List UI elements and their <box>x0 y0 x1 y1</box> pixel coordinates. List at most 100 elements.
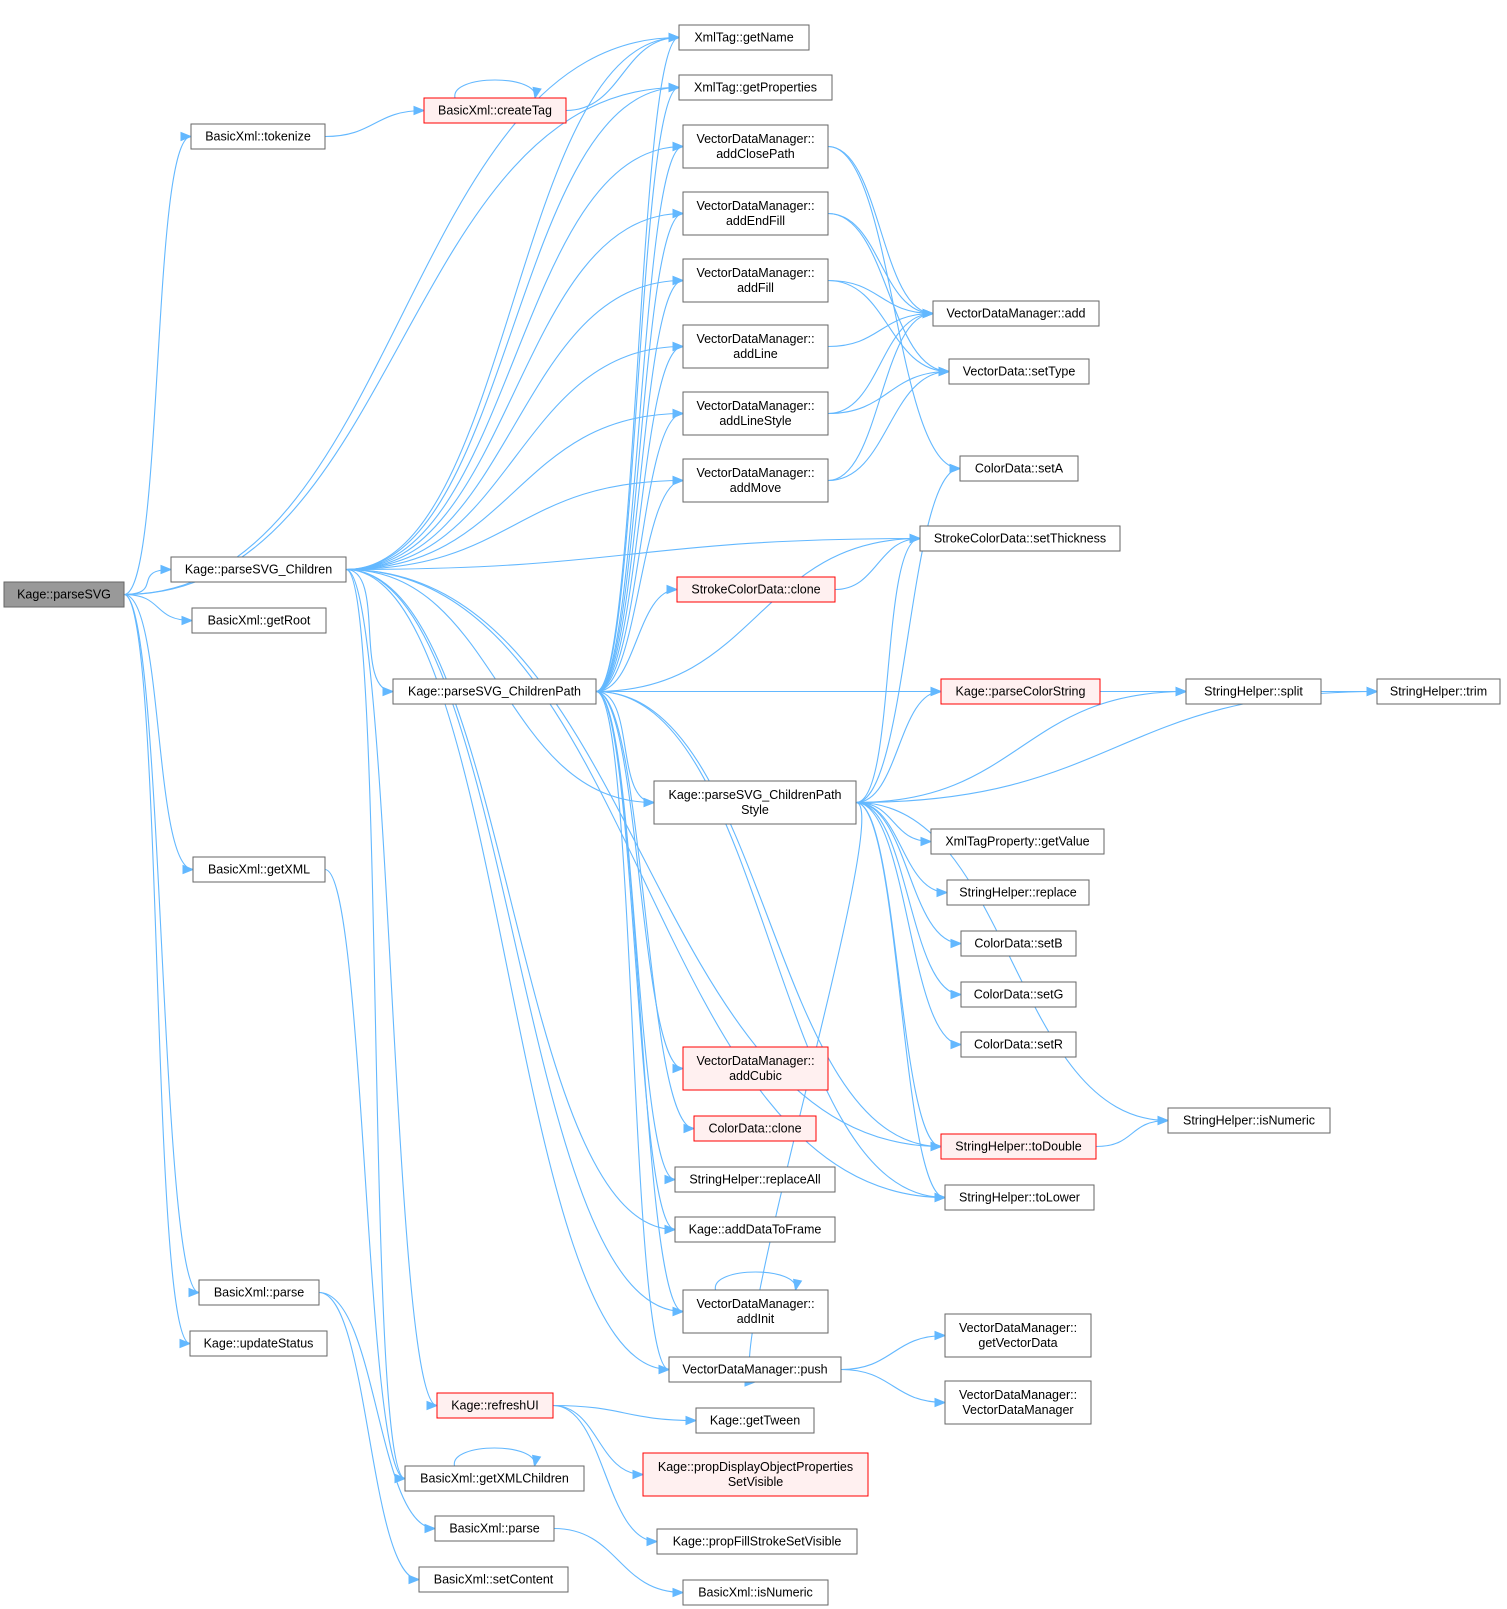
node-basicParse1[interactable]: BasicXml::parse <box>198 1279 320 1306</box>
node-setA[interactable]: ColorData::setA <box>959 455 1079 482</box>
node-vdmAdd[interactable]: VectorDataManager::add <box>932 300 1100 327</box>
node-toDouble[interactable]: StringHelper::toDouble <box>940 1133 1097 1160</box>
node-replace[interactable]: StringHelper::replace <box>946 879 1090 906</box>
node-box <box>919 525 1121 552</box>
node-split[interactable]: StringHelper::split <box>1185 678 1322 705</box>
node-vdmCtor[interactable]: VectorDataManager::VectorDataManager <box>944 1380 1092 1425</box>
edge-parseSVG-to-tokenize <box>123 131 193 596</box>
node-box <box>682 1579 829 1606</box>
edge-addEndFill-to-setType <box>827 212 951 377</box>
node-parseColorString[interactable]: Kage::parseColorString <box>940 678 1101 705</box>
node-setG[interactable]: ColorData::setG <box>960 981 1077 1008</box>
node-trim[interactable]: StringHelper::trim <box>1376 678 1501 705</box>
node-getVectorData[interactable]: VectorDataManager::getVectorData <box>944 1313 1092 1358</box>
node-box <box>960 1031 1077 1058</box>
node-setThickness[interactable]: StrokeColorData::setThickness <box>919 525 1121 552</box>
node-setB[interactable]: ColorData::setB <box>960 930 1077 957</box>
edge-line <box>855 801 962 945</box>
node-label: Style <box>741 803 769 817</box>
node-addMove[interactable]: VectorDataManager::addMove <box>682 458 829 503</box>
node-box <box>436 1392 554 1419</box>
edge-line <box>345 212 684 571</box>
node-addInit[interactable]: VectorDataManager::addInit <box>682 1289 829 1334</box>
node-label: XmlTag::getProperties <box>694 81 817 95</box>
node-xmlGetProperties[interactable]: XmlTag::getProperties <box>678 74 833 101</box>
node-parseSVGChildrenPath[interactable]: Kage::parseSVG_ChildrenPath <box>392 678 597 705</box>
node-refreshUI[interactable]: Kage::refreshUI <box>436 1392 554 1419</box>
node-setType[interactable]: VectorData::setType <box>948 358 1090 385</box>
node-box <box>960 930 1077 957</box>
node-propDisplay[interactable]: Kage::propDisplayObjectPropertiesSetVisi… <box>642 1452 869 1497</box>
node-box <box>676 576 836 603</box>
node-addEndFill[interactable]: VectorDataManager::addEndFill <box>682 191 829 236</box>
edge-arrowhead <box>950 989 963 1000</box>
node-basicParse2[interactable]: BasicXml::parse <box>434 1515 555 1542</box>
edge-line <box>552 1404 644 1476</box>
edge-line <box>345 568 438 1407</box>
node-addCubic[interactable]: VectorDataManager::addCubic <box>682 1046 829 1091</box>
edge-line <box>595 690 695 1130</box>
edge-parseSVGChildrenPathStyle-to-toLower <box>855 801 947 1203</box>
node-getXMLChildren[interactable]: BasicXml::getXMLChildren <box>404 1465 585 1492</box>
node-addClosePath[interactable]: VectorDataManager::addClosePath <box>682 124 829 169</box>
edge-line <box>827 312 934 482</box>
node-box <box>940 678 1101 705</box>
node-createTag[interactable]: BasicXml::createTag <box>423 97 567 124</box>
node-box <box>946 879 1090 906</box>
edge-arrowhead <box>793 1278 803 1292</box>
edge-line <box>827 370 950 415</box>
node-isNumeric[interactable]: StringHelper::isNumeric <box>1167 1107 1331 1134</box>
node-replaceAll[interactable]: StringHelper::replaceAll <box>674 1166 836 1193</box>
node-toLower[interactable]: StringHelper::toLower <box>944 1184 1095 1211</box>
edge-line <box>345 412 684 571</box>
edge-parseSVGChildrenPathStyle-to-getValue <box>855 801 933 847</box>
edge-line <box>345 279 684 571</box>
node-addLine[interactable]: VectorDataManager::addLine <box>682 324 829 369</box>
node-label: StrokeColorData::clone <box>691 583 820 597</box>
edge-parseSVGChildrenPath-to-parseColorString <box>596 686 943 697</box>
node-strokeClone[interactable]: StrokeColorData::clone <box>676 576 836 603</box>
edge-line <box>855 801 962 996</box>
node-basicIsNumeric[interactable]: BasicXml::isNumeric <box>682 1579 829 1606</box>
edge-parseSVGChildrenPath-to-strokeClone <box>595 584 679 693</box>
node-getValue[interactable]: XmlTagProperty::getValue <box>930 828 1105 855</box>
node-setR[interactable]: ColorData::setR <box>960 1031 1077 1058</box>
edge-arrowhead <box>949 463 962 474</box>
node-addDataToFrame[interactable]: Kage::addDataToFrame <box>674 1216 836 1243</box>
edge-addFill-to-setType <box>827 279 951 377</box>
edge-arrowhead <box>408 1574 421 1585</box>
node-colorClone[interactable]: ColorData::clone <box>693 1115 817 1142</box>
node-label: VectorDataManager:: <box>696 199 814 213</box>
edge-parseSVGChildrenPath-to-parseSVGChildrenPathStyle <box>595 690 656 808</box>
node-xmlGetName[interactable]: XmlTag::getName <box>678 24 810 51</box>
edge-arrowhead <box>668 32 681 43</box>
edge-parseSVGChildrenPathStyle-to-trim <box>855 686 1379 804</box>
edge-parseSVG-to-basicParse1 <box>123 593 201 1298</box>
node-updateStatus[interactable]: Kage::updateStatus <box>189 1330 328 1357</box>
node-box <box>959 455 1079 482</box>
node-label: StringHelper::split <box>1204 685 1303 699</box>
edge-arrowhead <box>672 341 685 352</box>
node-label: StringHelper::isNumeric <box>1183 1114 1315 1128</box>
edge-arrowhead <box>950 1039 963 1050</box>
node-getXML[interactable]: BasicXml::getXML <box>192 856 326 883</box>
node-parseSVG[interactable]: Kage::parseSVG <box>3 581 125 608</box>
edge-line <box>855 467 961 804</box>
node-push[interactable]: VectorDataManager::push <box>668 1356 842 1383</box>
node-addLineStyle[interactable]: VectorDataManager::addLineStyle <box>682 391 829 436</box>
node-propFillStroke[interactable]: Kage::propFillStrokeSetVisible <box>656 1528 858 1555</box>
node-setContent[interactable]: BasicXml::setContent <box>418 1566 569 1593</box>
node-tokenize[interactable]: BasicXml::tokenize <box>190 123 326 150</box>
node-label: Kage::refreshUI <box>451 1399 539 1413</box>
node-box <box>668 1356 842 1383</box>
node-getRoot[interactable]: BasicXml::getRoot <box>191 607 327 634</box>
edge-arrowhead <box>672 208 685 219</box>
node-getTween[interactable]: Kage::getTween <box>695 1407 815 1434</box>
node-addFill[interactable]: VectorDataManager::addFill <box>682 258 829 303</box>
node-box <box>653 780 857 825</box>
node-label: addLine <box>733 347 778 361</box>
edge-parseSVG-to-xmlGetProperties <box>123 82 681 596</box>
edge-line <box>827 312 934 415</box>
node-parseSVGChildren[interactable]: Kage::parseSVG_Children <box>170 556 347 583</box>
